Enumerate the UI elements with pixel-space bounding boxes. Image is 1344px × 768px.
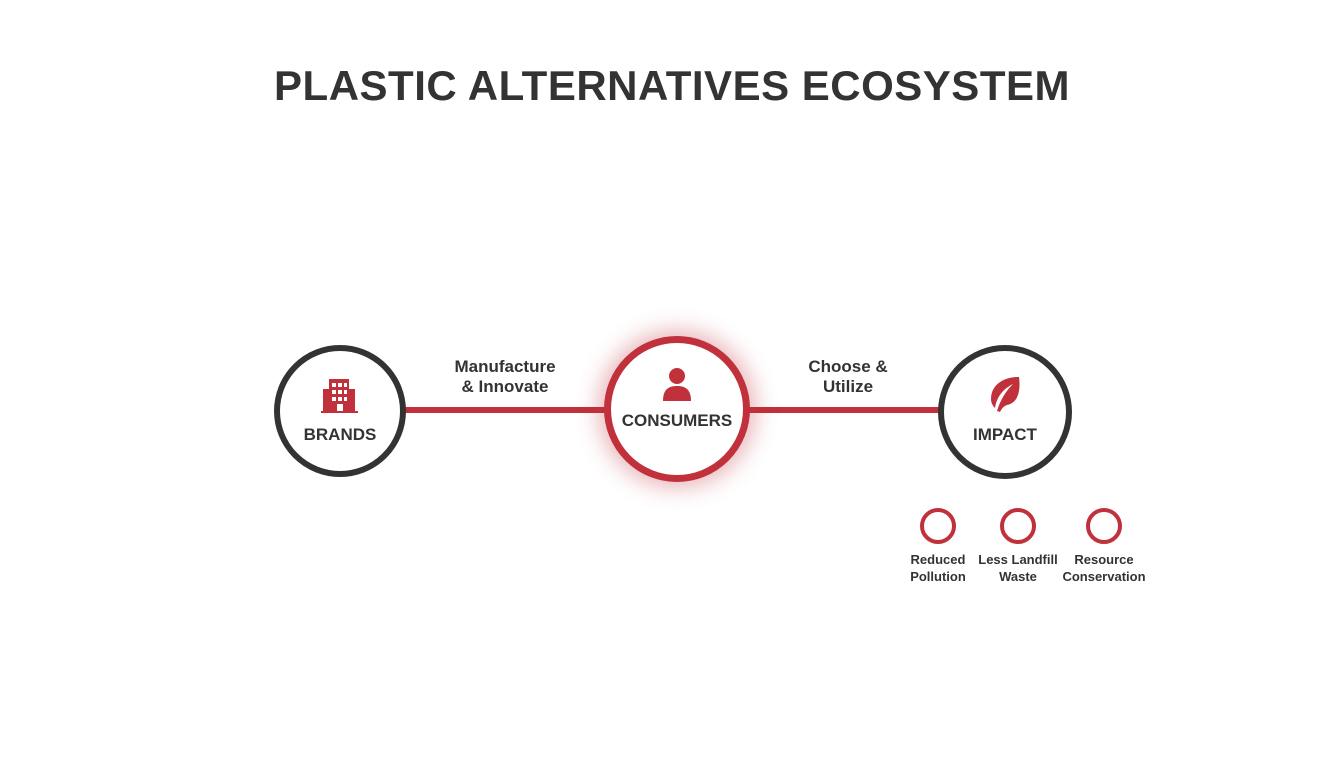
impact-resource-conservation: Resource Conservation (1049, 508, 1159, 585)
impact-label: Resource Conservation (1049, 551, 1159, 585)
impact-reduced-pollution: Reduced Pollution (883, 508, 993, 585)
node-impact: IMPACT (938, 345, 1072, 479)
impact-label: Less Landfill Waste (963, 551, 1073, 585)
impact-label-line: Less Landfill (978, 552, 1058, 567)
impact-label-line: Waste (999, 569, 1037, 584)
edge-label-line: Utilize (822, 377, 874, 396)
connector-brands-consumers (404, 407, 608, 413)
node-label: BRANDS (303, 425, 377, 444)
impact-label: Reduced Pollution (883, 551, 993, 585)
diagram-title: PLASTIC ALTERNATIVES ECOSYSTEM (274, 62, 1070, 109)
impact-ring-icon (920, 508, 956, 544)
node-label: IMPACT (973, 425, 1037, 444)
impact-label-line: Pollution (910, 569, 966, 584)
node-consumers: CONSUMERS (604, 336, 750, 482)
node-label: CONSUMERS (621, 411, 733, 430)
edge-label-line: & Innovate (461, 377, 549, 396)
impact-ring-icon (1000, 508, 1036, 544)
edge-label-line: Choose & (808, 357, 888, 376)
leaf-icon (991, 377, 1020, 412)
building-icon (321, 379, 358, 413)
edge-label-line: Manufacture (454, 357, 556, 376)
impact-less-landfill-waste: Less Landfill Waste (963, 508, 1073, 585)
edge-label-choose: Choose & Utilize (758, 357, 938, 397)
impact-label-line: Resource (1074, 552, 1134, 567)
impact-ring-icon (1086, 508, 1122, 544)
node-brands: BRANDS (274, 345, 406, 477)
person-icon (663, 368, 691, 401)
edge-label-manufacture: Manufacture & Innovate (415, 357, 595, 397)
impact-label-line: Reduced (910, 552, 966, 567)
impact-label-line: Conservation (1062, 569, 1146, 584)
connector-consumers-impact (748, 407, 943, 413)
